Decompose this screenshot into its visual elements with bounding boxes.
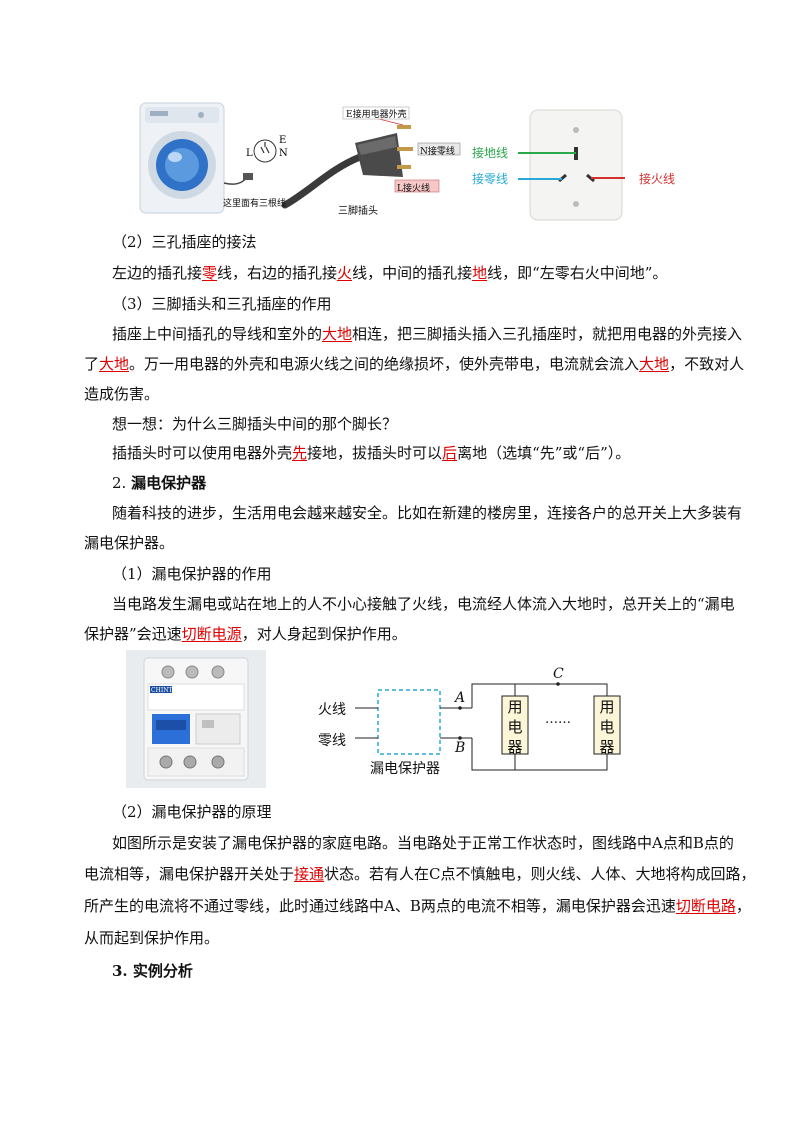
- answer-fill: 切断电路: [675, 897, 736, 915]
- figure-three-pin-plug: L E N: [139, 102, 625, 221]
- answer-fill: 零: [202, 264, 218, 282]
- text: 线，中间的插孔接: [352, 264, 473, 282]
- washing-machine-icon: [139, 102, 225, 214]
- heading-socket-wiring: （2）三孔插座的接法: [112, 233, 257, 251]
- protector-label: 漏电保护器: [370, 761, 440, 777]
- section-title: 实例分析: [132, 962, 193, 980]
- text: 所产生的电流将不通过零线，此时通过线路中A、B两点的电流不相等，漏电保护器会迅速: [84, 897, 676, 915]
- load-ellipsis: ……: [545, 712, 571, 727]
- heading-example-analysis: 3. 实例分析: [112, 961, 193, 981]
- leakage-circuit-diagram: [355, 682, 621, 771]
- breaker-brand: CHINT: [151, 687, 172, 694]
- answer-fill: 火: [337, 264, 353, 282]
- text: ，对人身起到保护作用。: [241, 625, 407, 643]
- live-wire-label: 火线: [318, 702, 346, 718]
- heading-protector-principle: （2）漏电保护器的原理: [112, 803, 272, 821]
- point-c-label: C: [553, 666, 564, 682]
- text: 插插头时可以使用电器外壳: [112, 444, 293, 462]
- text: 电流相等，漏电保护器开关处于: [84, 865, 295, 883]
- text: 左边的插孔接: [112, 264, 203, 282]
- para-plug-function-l2: 了大地。万一用电器的外壳和电源火线之间的绝缘损坏，使外壳带电，电流就会流入大地，…: [84, 354, 744, 374]
- pin-n-letter: N: [279, 148, 288, 159]
- para-principle-l3: 所产生的电流将不通过零线，此时通过线路中A、B两点的电流不相等，漏电保护器会迅速…: [84, 896, 751, 916]
- text: 离地（选填“先”或“后”）。: [457, 444, 631, 462]
- socket-live-label: 接火线: [639, 172, 676, 186]
- plug-face-diagram: [253, 139, 277, 163]
- text: 接地，拔插头时可以: [307, 444, 443, 462]
- load-1-box: [501, 695, 529, 755]
- socket-ground-label: 接地线: [472, 146, 509, 160]
- answer-fill: 大地: [99, 355, 130, 373]
- neutral-wire-label: 零线: [318, 733, 346, 749]
- text: ，: [735, 897, 751, 915]
- answer-fill: 接通: [294, 865, 325, 883]
- text: 了: [84, 355, 100, 373]
- para-principle-l1: 如图所示是安装了漏电保护器的家庭电路。当电路处于正常工作状态时，图线路中A点和B…: [112, 834, 734, 852]
- answer-fill: 先: [292, 444, 308, 462]
- section-number: 3.: [112, 962, 133, 980]
- para-intro-l2: 漏电保护器。: [84, 534, 175, 552]
- pin-e-letter: E: [279, 135, 286, 146]
- plug-body: [355, 125, 413, 177]
- text: 线，即“左零右火中间地”。: [487, 264, 668, 282]
- text: 状态。若有人在C点不慎触电，则火线、人体、大地将构成回路，: [324, 865, 756, 883]
- text: 插座上中间插孔的导线和室外的: [112, 325, 323, 343]
- three-hole-socket: [529, 109, 623, 221]
- socket-neutral-label: 接零线: [472, 172, 509, 186]
- point-a-label: A: [455, 690, 466, 706]
- l-pin-label: L接火线: [397, 184, 430, 194]
- para-plug-function-l1: 插座上中间插孔的导线和室外的大地相连，把三脚插头插入三孔插座时，就把用电器的外壳…: [112, 324, 742, 344]
- think-question: 想一想：为什么三脚插头中间的那个脚长？: [112, 415, 398, 433]
- heading-leakage-protector: 2. 漏电保护器: [112, 473, 206, 493]
- heading-plug-function: （3）三脚插头和三孔插座的作用: [112, 295, 332, 313]
- para-principle-l2: 电流相等，漏电保护器开关处于接通状态。若有人在C点不慎触电，则火线、人体、大地将…: [84, 864, 756, 884]
- para-socket-wiring: 左边的插孔接零线，右边的插孔接火线，中间的插孔接地线，即“左零右火中间地”。: [112, 263, 667, 283]
- pin-l-letter: L: [246, 148, 253, 159]
- section-title: 漏电保护器: [131, 474, 207, 492]
- e-pin-label: E接用电器外壳: [346, 110, 407, 120]
- breaker-photo: CHINT: [126, 650, 266, 788]
- para-plug-function-l3: 造成伤害。: [84, 385, 160, 403]
- answer-fill: 后: [442, 444, 458, 462]
- para-function-l2: 保护器”会迅速切断电源，对人身起到保护作用。: [84, 624, 407, 644]
- think-answer: 插插头时可以使用电器外壳先接地，拔插头时可以后离地（选填“先”或“后”）。: [112, 443, 630, 463]
- text: 。万一用电器的外壳和电源火线之间的绝缘损坏，使外壳带电，电流就会流入: [129, 355, 640, 373]
- heading-protector-function: （1）漏电保护器的作用: [112, 565, 272, 583]
- answer-fill: 大地: [639, 355, 670, 373]
- text: ，不致对人: [669, 355, 745, 373]
- text: 线，右边的插孔接: [217, 264, 338, 282]
- para-principle-l4: 从而起到保护作用。: [84, 929, 220, 947]
- para-intro-l1: 随着科技的进步，生活用电会越来越安全。比如在新建的楼房里，连接各户的总开关上大多…: [112, 504, 743, 522]
- plug-label: 三脚插头: [338, 206, 378, 217]
- n-pin-label: N接零线: [420, 147, 455, 157]
- protector-box: [377, 689, 441, 755]
- para-function-l1: 当电路发生漏电或站在地上的人不小心接触了火线，电流经人体流入大地时，总开关上的“…: [112, 595, 735, 613]
- load-1-label: 用电器: [507, 698, 523, 756]
- section-number: 2.: [112, 474, 132, 492]
- answer-fill: 切断电源: [181, 625, 242, 643]
- load-2-box: [593, 695, 621, 755]
- answer-fill: 大地: [322, 325, 353, 343]
- answer-fill: 地: [472, 264, 488, 282]
- load-2-label: 用电器: [599, 698, 615, 756]
- text: 保护器”会迅速: [84, 625, 182, 643]
- point-b-label: B: [455, 740, 466, 756]
- washer-note: 这里面有三根线: [223, 199, 287, 209]
- text: 相连，把三脚插头插入三孔插座时，就把用电器的外壳接入: [352, 325, 743, 343]
